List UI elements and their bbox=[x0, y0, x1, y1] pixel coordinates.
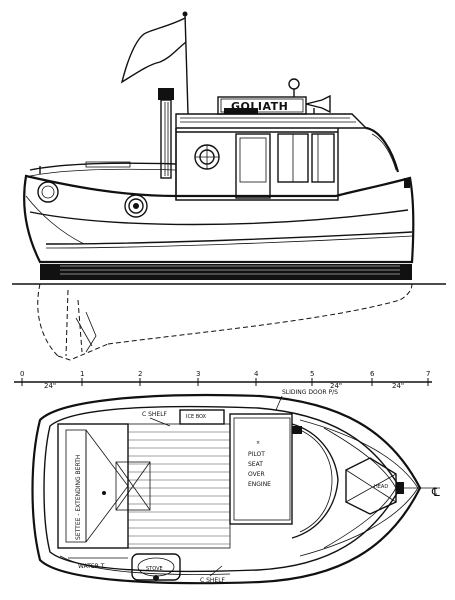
station-label: 0 bbox=[20, 370, 24, 378]
pilot-seat: PILOT SEAT OVER ENGINE × bbox=[229, 413, 293, 525]
deck-inner-sheer bbox=[43, 405, 401, 573]
stove: STOVE bbox=[131, 553, 181, 581]
pilot-seat-label-4: ENGINE bbox=[248, 481, 271, 488]
dim-label-mid: 24" bbox=[330, 382, 342, 390]
searchlight-icon bbox=[288, 78, 300, 97]
midship-porthole bbox=[124, 194, 148, 218]
shelf-top-label: C SHELF bbox=[142, 411, 168, 418]
ice-box: ICE BOX bbox=[179, 409, 225, 425]
head-label: HEAD bbox=[374, 484, 388, 490]
station-label: 7 bbox=[426, 370, 430, 378]
flag bbox=[120, 11, 189, 115]
centerline-label: ℄ bbox=[431, 485, 440, 499]
name-board: GOLIATH bbox=[217, 96, 307, 115]
smoke-stack bbox=[158, 88, 174, 179]
elevation-view: GOLIATH bbox=[12, 11, 446, 361]
water-tank: WATER T bbox=[68, 557, 128, 570]
settee-berth: SETTEE - EXTENDING BERTH bbox=[57, 423, 129, 549]
cabin-trunk bbox=[29, 161, 177, 177]
dim-label-fwd: 24" bbox=[392, 382, 404, 390]
underwater-profile bbox=[37, 283, 413, 361]
bow-bitt bbox=[396, 482, 404, 494]
head-compartment: HEAD bbox=[345, 457, 397, 515]
station-label: 5 bbox=[310, 370, 314, 378]
station-label: 4 bbox=[254, 370, 259, 378]
deck-planking bbox=[127, 423, 231, 549]
shelf-bottom-label: C SHELF bbox=[200, 577, 226, 584]
dim-label-aft: 24" bbox=[44, 382, 56, 390]
station-scale: 0 1 2 3 4 5 6 7 24" 24" 24" SLIDING DOOR P/S bbox=[14, 370, 432, 411]
helm-console bbox=[291, 423, 339, 539]
boat-name-label: GOLIATH bbox=[231, 100, 288, 113]
deck-plan-view: SETTEE - EXTENDING BERTH ICE BOX C SHELF… bbox=[31, 393, 440, 585]
station-label: 3 bbox=[196, 370, 200, 378]
hull bbox=[23, 126, 415, 280]
table-box bbox=[102, 461, 151, 511]
sliding-door-label: SLIDING DOOR P/S bbox=[282, 389, 338, 396]
stove-label: STOVE bbox=[146, 566, 163, 572]
station-label: 1 bbox=[80, 370, 84, 378]
pilot-seat-label-2: SEAT bbox=[248, 461, 263, 468]
ice-box-label: ICE BOX bbox=[186, 414, 207, 420]
horn-icon bbox=[305, 94, 331, 114]
pilot-seat-mark: × bbox=[256, 440, 260, 446]
deck-outer-hull bbox=[31, 393, 422, 585]
station-label: 6 bbox=[370, 370, 375, 378]
pilot-house bbox=[175, 108, 368, 201]
bow-porthole bbox=[37, 181, 59, 203]
pilot-seat-label-1: PILOT bbox=[248, 451, 265, 458]
pilot-seat-label-3: OVER bbox=[248, 471, 265, 478]
station-label: 2 bbox=[138, 370, 142, 378]
settee-label: SETTEE - EXTENDING BERTH bbox=[75, 455, 82, 540]
